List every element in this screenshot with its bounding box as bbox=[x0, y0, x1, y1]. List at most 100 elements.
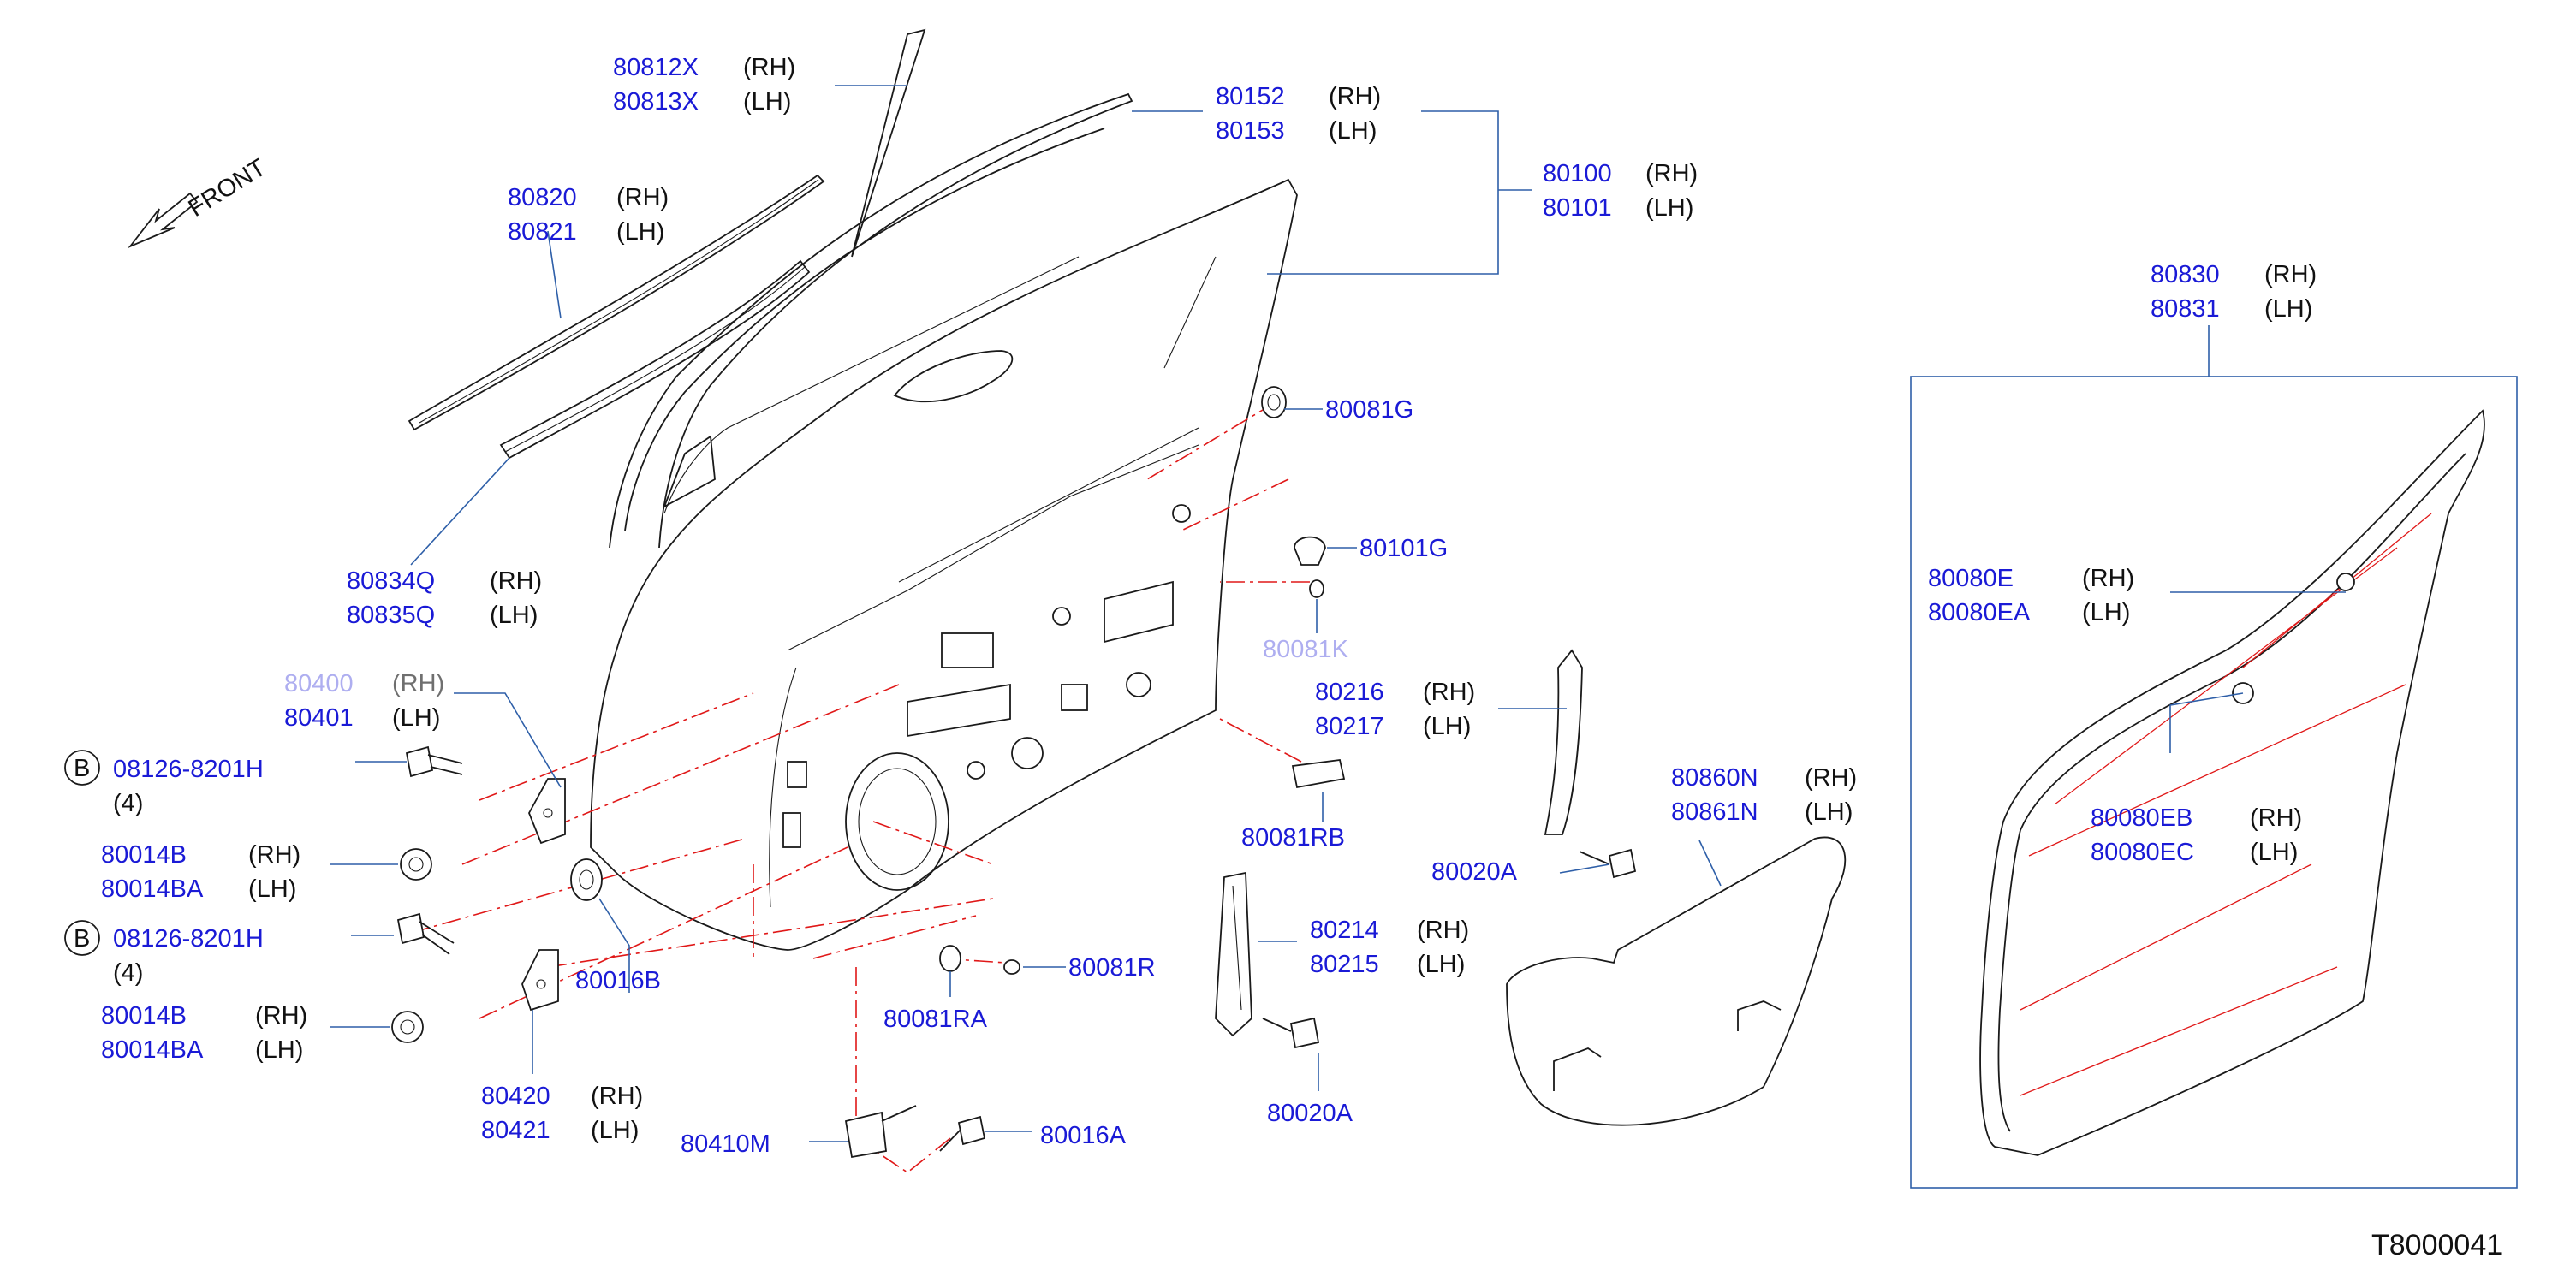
label-80152: 80152 bbox=[1216, 83, 1285, 110]
label-80016a: 80016A bbox=[1040, 1122, 1127, 1149]
side-rh: (RH) bbox=[1805, 764, 1857, 792]
label-80081rb: 80081RB bbox=[1241, 824, 1345, 852]
side-rh: (RH) bbox=[1417, 917, 1469, 944]
label-80016b: 80016B bbox=[575, 967, 661, 994]
label-80401: 80401 bbox=[284, 704, 354, 732]
label-80400-partial: 80400 bbox=[284, 670, 354, 697]
front-label: FRONT bbox=[184, 154, 271, 223]
side-lh: (LH) bbox=[490, 602, 538, 629]
side-lh: (LH) bbox=[255, 1036, 303, 1064]
label-80081ra: 80081RA bbox=[883, 1006, 988, 1033]
side-lh: (LH) bbox=[616, 218, 664, 246]
side-lh: (LH) bbox=[1805, 798, 1853, 826]
qty-label: (4) bbox=[113, 959, 143, 987]
label-80014b-lower: 80014B bbox=[101, 1002, 187, 1030]
label-80080ec: 80080EC bbox=[2091, 839, 2194, 866]
side-rh: (RH) bbox=[490, 567, 542, 595]
side-lh: (LH) bbox=[2250, 839, 2298, 866]
label-80831: 80831 bbox=[2151, 295, 2220, 323]
side-rh: (RH) bbox=[248, 841, 300, 869]
label-80081r: 80081R bbox=[1068, 954, 1156, 982]
label-80014b-upper: 80014B bbox=[101, 841, 187, 869]
bolt-80020a-lower bbox=[1262, 1017, 1320, 1049]
bolt-08126-lower bbox=[396, 912, 455, 955]
label-80861n: 80861N bbox=[1671, 798, 1758, 826]
side-lh: (LH) bbox=[1329, 117, 1377, 145]
bolt-80020a-upper bbox=[1579, 848, 1637, 879]
nut-80014b-upper bbox=[400, 848, 432, 881]
label-80153: 80153 bbox=[1216, 117, 1285, 145]
bolt-80016a bbox=[939, 1115, 986, 1152]
bushing-80016b bbox=[570, 858, 603, 901]
label-80081g: 80081G bbox=[1325, 396, 1413, 424]
diagram-code: T8000041 bbox=[2371, 1229, 2502, 1261]
label-80834q: 80834Q bbox=[347, 567, 435, 595]
side-lh: (LH) bbox=[1417, 951, 1465, 978]
side-lh: (LH) bbox=[2082, 599, 2130, 626]
label-80215: 80215 bbox=[1310, 951, 1379, 978]
sash-guide-80214 bbox=[1215, 871, 1252, 1037]
side-lh: (LH) bbox=[2264, 295, 2312, 323]
side-lh: (LH) bbox=[1423, 713, 1471, 740]
bolt-08126-upper bbox=[405, 745, 463, 778]
label-80835q: 80835Q bbox=[347, 602, 435, 629]
label-80214: 80214 bbox=[1310, 917, 1379, 944]
side-lh: (LH) bbox=[392, 704, 440, 732]
label-80217: 80217 bbox=[1315, 713, 1384, 740]
label-08126-lower: 08126-8201H bbox=[113, 925, 264, 952]
sealing-screen-80860n bbox=[1506, 836, 1847, 1126]
side-rh: (RH) bbox=[743, 54, 795, 81]
corner-trim-80812x bbox=[851, 28, 926, 258]
side-lh: (LH) bbox=[743, 88, 791, 116]
leader-lines bbox=[330, 85, 2346, 1142]
side-rh: (RH) bbox=[591, 1083, 643, 1110]
qty-label: (4) bbox=[113, 790, 143, 817]
label-80081k-partial: 80081K bbox=[1263, 636, 1349, 663]
svg-text:B: B bbox=[74, 925, 90, 952]
label-80014ba-upper: 80014BA bbox=[101, 875, 204, 903]
label-80216: 80216 bbox=[1315, 679, 1384, 706]
side-lh: (LH) bbox=[1645, 194, 1693, 222]
side-rh: (RH) bbox=[1645, 160, 1698, 187]
label-80100: 80100 bbox=[1543, 160, 1612, 187]
svg-text:B: B bbox=[74, 755, 90, 782]
grommet-80081g bbox=[1261, 386, 1287, 418]
side-rh: (RH) bbox=[1329, 83, 1381, 110]
side-rh: (RH) bbox=[2250, 804, 2302, 832]
label-80420: 80420 bbox=[481, 1083, 550, 1110]
label-80080eb: 80080EB bbox=[2091, 804, 2192, 832]
side-rh: (RH) bbox=[616, 184, 669, 211]
side-rh: (RH) bbox=[1423, 679, 1475, 706]
label-80421: 80421 bbox=[481, 1117, 550, 1144]
labels: 80812X (RH) 80813X (LH) 80152 (RH) 80153… bbox=[64, 54, 2502, 1261]
nut-80014b-lower bbox=[391, 1011, 424, 1043]
label-80860n: 80860N bbox=[1671, 764, 1758, 792]
plug-80081ra bbox=[939, 945, 961, 972]
side-lh: (LH) bbox=[591, 1117, 639, 1144]
label-80101g: 80101G bbox=[1359, 535, 1448, 562]
door-panel-80100 bbox=[590, 178, 1298, 951]
label-80014ba-lower: 80014BA bbox=[101, 1036, 204, 1064]
side-rh: (RH) bbox=[2264, 261, 2317, 288]
circle-b-icon: B bbox=[64, 750, 100, 786]
label-80080ea: 80080EA bbox=[1928, 599, 2031, 626]
label-80020a-upper: 80020A bbox=[1431, 858, 1518, 886]
bumper-80101g bbox=[1294, 536, 1326, 566]
circle-b-icon: B bbox=[64, 920, 100, 956]
clip-80081rb bbox=[1291, 759, 1346, 789]
door-sash-frame bbox=[609, 92, 1133, 549]
door-weatherstrip-80830 bbox=[1979, 409, 2485, 1156]
label-80813x: 80813X bbox=[613, 88, 699, 116]
outer-moulding-80820 bbox=[408, 174, 825, 431]
plug-80081r bbox=[1003, 959, 1020, 975]
label-80821: 80821 bbox=[508, 218, 577, 246]
lower-hinge-80420 bbox=[521, 949, 559, 1012]
label-80020a-lower: 80020A bbox=[1267, 1100, 1353, 1127]
inner-weatherstrip-80834q bbox=[499, 259, 811, 460]
side-rh: (RH) bbox=[255, 1002, 307, 1030]
label-08126-upper: 08126-8201H bbox=[113, 756, 264, 783]
side-lh: (LH) bbox=[248, 875, 296, 903]
label-80820: 80820 bbox=[508, 184, 577, 211]
side-rh: (RH) bbox=[2082, 565, 2134, 592]
